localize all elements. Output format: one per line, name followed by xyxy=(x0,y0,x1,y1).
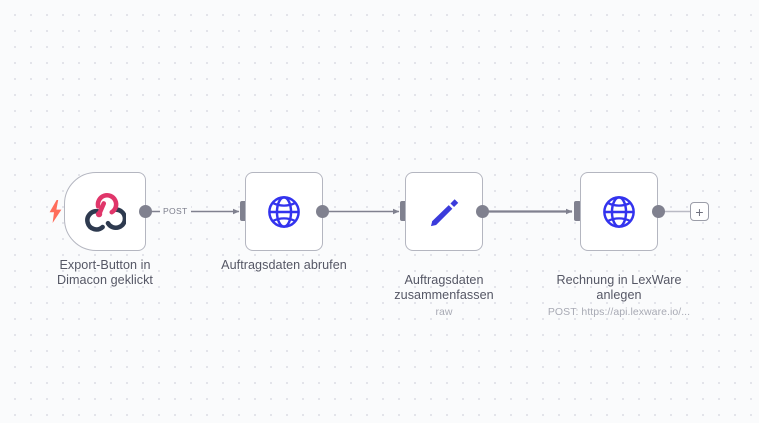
connection-label-post: POST xyxy=(160,206,191,216)
node-label-trigger: Export-Button in Dimacon geklickt xyxy=(57,258,153,287)
node-label-http-lexware-text: Rechnung in LexWare anlegen xyxy=(556,273,682,302)
node-trigger-export-button[interactable] xyxy=(64,172,146,251)
output-endpoint-http-fetch[interactable] xyxy=(316,205,329,218)
node-sublabel-http-lexware: POST: https://api.lexware.io/... xyxy=(547,306,691,318)
output-endpoint-trigger[interactable] xyxy=(139,205,152,218)
trigger-bolt-icon xyxy=(49,200,62,223)
globe-icon xyxy=(600,193,638,231)
node-label-edit-fields-text: Auftragsdaten zusammenfassen xyxy=(394,273,494,302)
add-node-button[interactable]: + xyxy=(690,202,709,221)
pencil-icon xyxy=(425,193,463,231)
input-endpoint-edit-fields[interactable] xyxy=(400,201,407,221)
node-label-edit-fields: Auftragsdaten zusammenfassen raw xyxy=(376,258,512,333)
node-label-http-lexware: Rechnung in LexWare anlegen POST: https:… xyxy=(539,258,699,333)
output-endpoint-http-lexware[interactable] xyxy=(652,205,665,218)
webhook-icon xyxy=(84,191,128,233)
node-edit-fields-zusammenfassen[interactable] xyxy=(405,172,483,251)
node-sublabel-edit-fields: raw xyxy=(435,306,453,318)
globe-icon xyxy=(265,193,303,231)
node-http-fetch-auftragsdaten[interactable] xyxy=(245,172,323,251)
node-http-lexware-rechnung[interactable] xyxy=(580,172,658,251)
node-label-http-fetch: Auftragsdaten abrufen xyxy=(221,258,347,272)
input-endpoint-http-lexware[interactable] xyxy=(574,201,581,221)
input-endpoint-http-fetch[interactable] xyxy=(240,201,247,221)
output-endpoint-edit-fields[interactable] xyxy=(476,205,489,218)
